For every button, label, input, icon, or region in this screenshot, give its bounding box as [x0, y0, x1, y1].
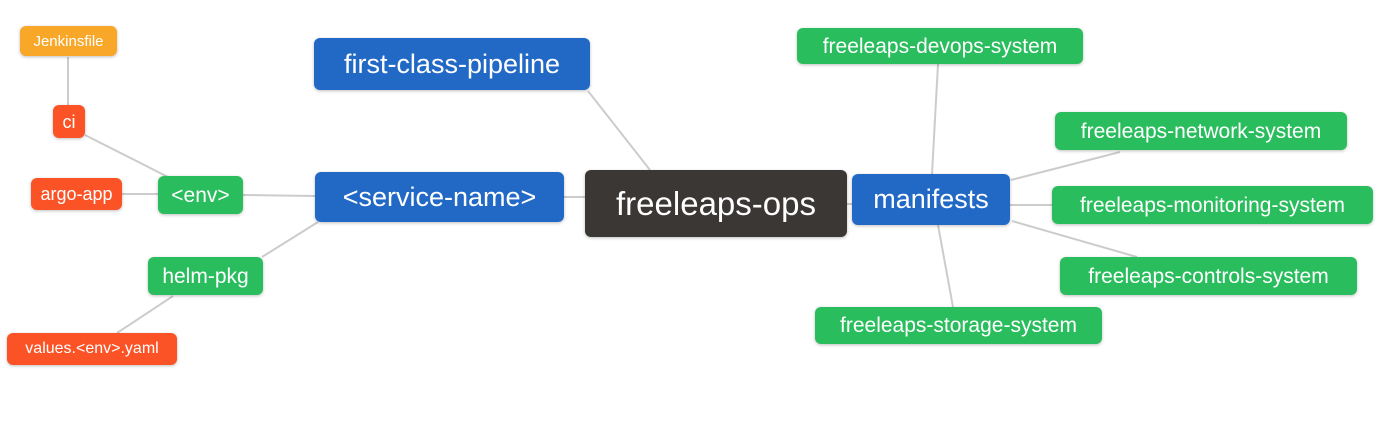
node-freeleaps-storage-system[interactable]: freeleaps-storage-system — [815, 307, 1102, 344]
edge-manifests-to-freeleaps-storage-system — [937, 224, 954, 308]
node-first-class-pipeline[interactable]: first-class-pipeline — [314, 38, 590, 90]
node-freeleaps-monitoring-system[interactable]: freeleaps-monitoring-system — [1052, 186, 1373, 224]
edge-env-to-service-name — [242, 194, 316, 197]
node-manifests[interactable]: manifests — [852, 174, 1010, 225]
edge-helm-pkg-to-values-env-yaml — [116, 295, 174, 334]
edge-manifests-to-freeleaps-network-system — [1010, 151, 1121, 181]
node-env[interactable]: <env> — [158, 176, 243, 214]
node-freeleaps-ops[interactable]: freeleaps-ops — [585, 170, 847, 237]
edge-manifests-to-freeleaps-controls-system — [1011, 220, 1138, 258]
node-jenkinsfile[interactable]: Jenkinsfile — [20, 26, 117, 56]
node-freeleaps-network-system[interactable]: freeleaps-network-system — [1055, 112, 1347, 150]
node-ci[interactable]: ci — [53, 105, 85, 138]
node-values-env-yaml[interactable]: values.<env>.yaml — [7, 333, 177, 365]
edge-first-class-pipeline-to-freeleaps-ops — [587, 90, 651, 171]
edge-service-name-to-helm-pkg — [261, 221, 319, 258]
node-freeleaps-devops-system[interactable]: freeleaps-devops-system — [797, 28, 1083, 64]
edge-manifests-to-freeleaps-devops-system — [931, 63, 939, 175]
node-service-name[interactable]: <service-name> — [315, 172, 564, 222]
node-helm-pkg[interactable]: helm-pkg — [148, 257, 263, 295]
node-argo-app[interactable]: argo-app — [31, 178, 122, 210]
node-freeleaps-controls-system[interactable]: freeleaps-controls-system — [1060, 257, 1357, 295]
edge-ci-to-env — [84, 134, 169, 178]
